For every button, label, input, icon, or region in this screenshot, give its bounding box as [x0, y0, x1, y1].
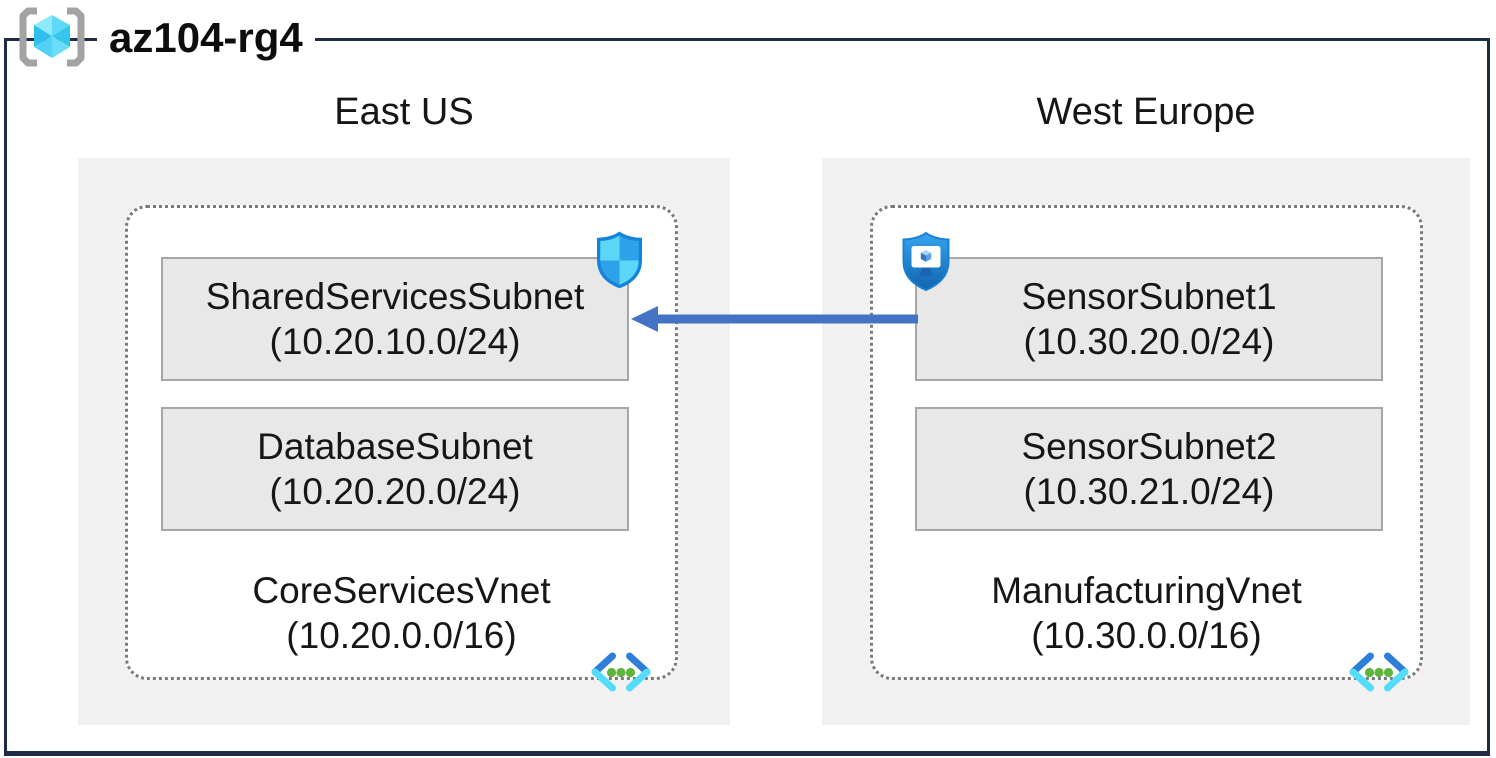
vnet-name: CoreServicesVnet [252, 570, 551, 611]
subnet-name: SharedServicesSubnet [205, 276, 585, 317]
shield-monitor-svg [902, 231, 950, 292]
subnet-cidr: (10.20.20.0/24) [269, 471, 521, 512]
vnet-cidr: (10.30.0.0/16) [1031, 615, 1262, 656]
subnet-box-sensorsubnet2: SensorSubnet2 (10.30.21.0/24) [915, 407, 1383, 531]
subnet-box-sharedservices: SharedServicesSubnet (10.20.10.0/24) [161, 257, 629, 381]
vnet-cidr: (10.20.0.0/16) [286, 615, 517, 656]
resource-group-icon-svg [19, 7, 85, 67]
network-security-group-icon [593, 230, 646, 295]
subnet-cidr: (10.30.20.0/24) [1023, 321, 1275, 362]
resource-group-icon [14, 6, 90, 68]
subnet-name: DatabaseSubnet [257, 426, 533, 467]
vnet-glyph-svg [591, 652, 651, 692]
peering-arrow [628, 299, 920, 344]
vnet-glyph-svg [1349, 652, 1409, 692]
subnet-box-sensorsubnet1: SensorSubnet1 (10.30.20.0/24) [915, 257, 1383, 381]
virtual-network-icon [589, 651, 653, 698]
nsg-shield-svg [596, 231, 643, 289]
vnet-label-coreservices: CoreServicesVnet (10.20.0.0/16) [125, 568, 678, 658]
subnet-name: SensorSubnet2 [1021, 426, 1277, 467]
shield-monitor-icon [898, 230, 954, 300]
region-label-west-europe: West Europe [1036, 91, 1256, 133]
peering-arrow-svg [631, 306, 918, 332]
region-label-east-us: East US [334, 91, 474, 133]
resource-group-frame [4, 38, 1490, 756]
subnet-box-database: DatabaseSubnet (10.20.20.0/24) [161, 407, 629, 531]
subnet-cidr: (10.30.21.0/24) [1023, 471, 1275, 512]
vnet-name: ManufacturingVnet [991, 570, 1302, 611]
vnet-label-manufacturing: ManufacturingVnet (10.30.0.0/16) [870, 568, 1423, 658]
resource-group-title: az104-rg4 [97, 10, 315, 66]
subnet-name: SensorSubnet1 [1021, 276, 1277, 317]
subnet-cidr: (10.20.10.0/24) [269, 321, 521, 362]
virtual-network-icon [1347, 651, 1411, 698]
